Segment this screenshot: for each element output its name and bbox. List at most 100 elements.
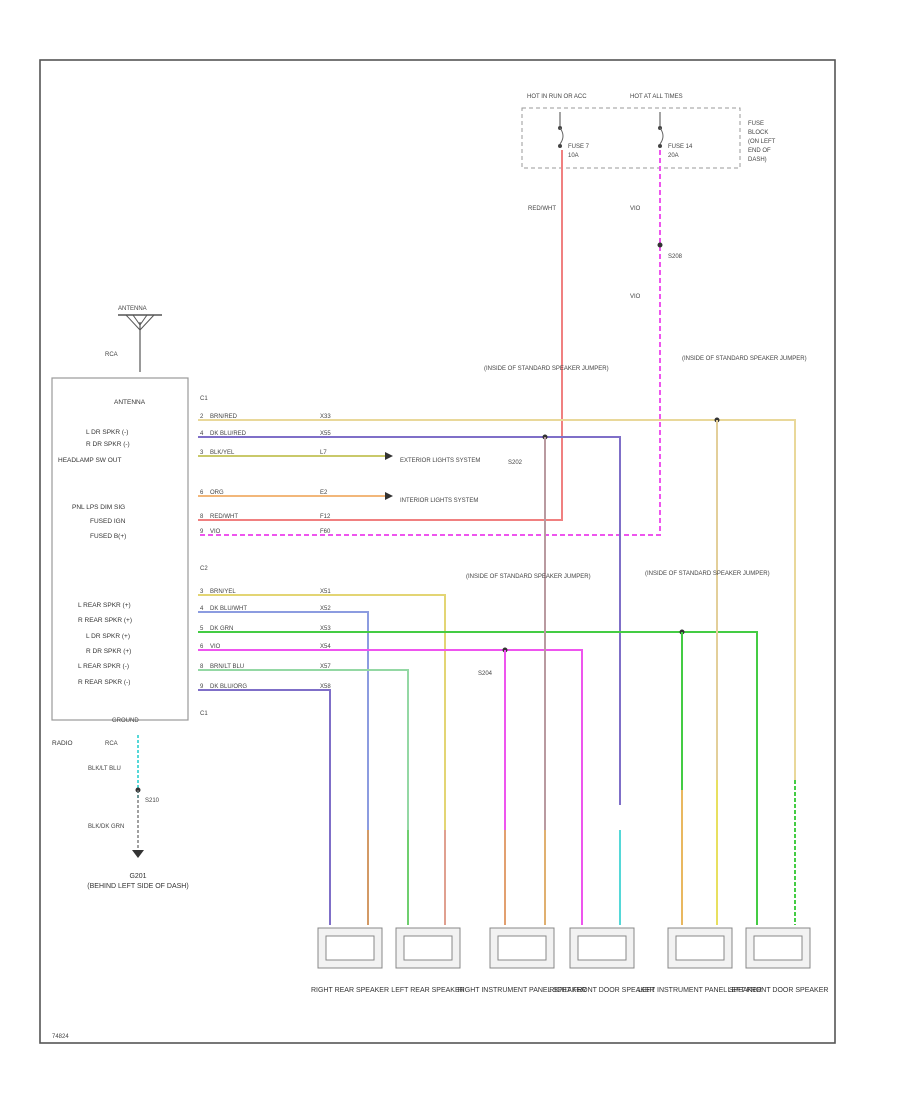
fuse-block: HOT IN RUN OR ACC HOT AT ALL TIMES FUSE … xyxy=(521,94,776,169)
diagram-id: 74824 xyxy=(52,1034,69,1040)
wire-x54 xyxy=(198,649,583,830)
wire-x58-circuit: X58 xyxy=(320,684,331,690)
ground-wire-1: BLK/LT BLU xyxy=(88,766,121,772)
speaker-left-front-door-label: LEFT FRONT DOOR SPEAKER xyxy=(728,987,829,994)
hot-in-run-label: HOT IN RUN OR ACC xyxy=(527,94,587,100)
radio-pin-fused-b: FUSED B(+) xyxy=(90,533,126,540)
radio-pin-pnl-lps-dim: PNL LPS DIM SIG xyxy=(72,504,125,511)
wire-x51-color: BRN/YEL xyxy=(210,589,236,595)
wire-x52-color: DK BLU/WHT xyxy=(210,606,247,612)
speaker-left-front-door: LEFT FRONT DOOR SPEAKER xyxy=(728,927,829,994)
jumper-note-3: (INSIDE OF STANDARD SPEAKER JUMPER) xyxy=(466,574,591,580)
wire-x53-color: DK GRN xyxy=(210,626,233,632)
radio-pin-r-rear-spkr-pos: R REAR SPKR (+) xyxy=(78,617,132,624)
jumper-note-4: (INSIDE OF STANDARD SPEAKER JUMPER) xyxy=(645,571,770,577)
connector-c1-label: C1 xyxy=(200,396,208,402)
splice-s208 xyxy=(657,242,663,248)
speaker-right-rear: RIGHT REAR SPEAKER xyxy=(311,927,389,994)
ground-symbol xyxy=(132,850,144,858)
s202-label: S202 xyxy=(508,460,523,466)
wire-x52 xyxy=(198,611,369,830)
speaker-left-rear: LEFT REAR SPEAKER xyxy=(391,927,465,994)
wire-x33-color: BRN/RED xyxy=(210,414,238,420)
radio-pin-antenna: ANTENNA xyxy=(114,399,146,406)
wire-f60-circuit: F60 xyxy=(320,529,331,535)
speaker-right-ip: RIGHT INSTRUMENT PANEL SPEAKER xyxy=(458,927,587,994)
wire-x57 xyxy=(198,669,409,830)
ground-location: (BEHIND LEFT SIDE OF DASH) xyxy=(87,883,188,890)
fuse-block-loc-4: DASH) xyxy=(748,157,767,163)
wire-vio-feed xyxy=(198,150,661,536)
vio-label-2: VIO xyxy=(630,294,641,300)
fuse-7-symbol xyxy=(559,127,564,145)
s204-label: S204 xyxy=(478,671,493,677)
radio-pin-l-rear-spkr-neg: L REAR SPKR (-) xyxy=(78,663,129,670)
fuse-block-loc-2: (ON LEFT xyxy=(748,139,776,145)
c1-pin-num-6: 9 xyxy=(200,529,204,535)
speaker-leads xyxy=(329,780,796,925)
c2-pin-num-6: 9 xyxy=(200,684,204,690)
diagram-frame xyxy=(39,59,836,1044)
c2-pin-num-1: 3 xyxy=(200,589,204,595)
connector-c3-label: C1 xyxy=(200,711,208,717)
fuse-block-loc-1: BLOCK xyxy=(748,130,768,136)
fuse-7-label: FUSE 7 xyxy=(568,144,590,150)
vio-label-1: VIO xyxy=(630,206,641,212)
c2-wires: 3 BRN/YEL X51 4 DK BLU/WHT X52 5 DK GRN … xyxy=(198,589,758,830)
wire-x55-circuit: X55 xyxy=(320,431,331,437)
s208-label: S208 xyxy=(668,254,683,260)
wire-x58 xyxy=(198,689,331,830)
speaker-jumpers: S202 (INSIDE OF STANDARD SPEAKER JUMPER)… xyxy=(466,356,807,830)
wire-x57-color: BRN/LT BLU xyxy=(210,664,244,670)
antenna-label: ANTENNA xyxy=(118,306,147,312)
wire-x51 xyxy=(198,594,446,830)
fuse-block-outline xyxy=(521,107,741,169)
g201-label: G201 xyxy=(129,873,146,880)
radio-ground: S210 BLK/LT BLU BLK/DK GRN G201 (BEHIND … xyxy=(87,735,189,890)
wire-f12-circuit: F12 xyxy=(320,514,331,520)
speaker-right-front-door-label: RIGHT FRONT DOOR SPEAKER xyxy=(549,987,655,994)
c2-pin-num-2: 4 xyxy=(200,606,204,612)
wire-x51-circuit: X51 xyxy=(320,589,331,595)
wire-x54-color: VIO xyxy=(210,644,221,650)
fuse-7-amp: 10A xyxy=(568,153,579,159)
radio-rca: RCA xyxy=(105,741,118,747)
speaker-right-ip-label: RIGHT INSTRUMENT PANEL SPEAKER xyxy=(458,987,587,994)
c1-pin-num-3: 3 xyxy=(200,450,204,456)
wire-l7-color: BLK/YEL xyxy=(210,450,235,456)
radio-unit: ANTENNA L DR SPKR (-) R DR SPKR (-) HEAD… xyxy=(51,377,208,747)
radio-pin-fused-ign: FUSED IGN xyxy=(90,518,126,525)
red-wht-label: RED/WHT xyxy=(528,206,556,212)
jumper-note-2: (INSIDE OF STANDARD SPEAKER JUMPER) xyxy=(682,356,807,362)
wire-x53 xyxy=(198,631,758,790)
c2-pin-num-4: 6 xyxy=(200,644,204,650)
fuse-14-amp: 20A xyxy=(668,153,679,159)
wire-x55-color: DK BLU/RED xyxy=(210,431,247,437)
c2-pin-num-3: 5 xyxy=(200,626,204,632)
c2-pin-num-5: 8 xyxy=(200,664,204,670)
speaker-left-ip-label: LEFT INSTRUMENT PANEL SPEAKER xyxy=(638,987,762,994)
connector-c2-label: C2 xyxy=(200,566,208,572)
ground-wire-2: BLK/DK GRN xyxy=(88,824,124,830)
wire-f12-color: RED/WHT xyxy=(210,514,238,520)
speaker-right-front-door: RIGHT FRONT DOOR SPEAKER xyxy=(549,927,655,994)
wire-e2-circuit: E2 xyxy=(320,490,328,496)
c1-pin-num-1: 2 xyxy=(200,414,204,420)
antenna-rca-label: RCA xyxy=(105,352,118,358)
jumper-note-1: (INSIDE OF STANDARD SPEAKER JUMPER) xyxy=(484,366,609,372)
radio-name: RADIO xyxy=(52,740,73,747)
fuse-14-label: FUSE 14 xyxy=(668,144,693,150)
wire-l7-circuit: L7 xyxy=(320,450,327,456)
radio-pin-l-rear-spkr-pos: L REAR SPKR (+) xyxy=(78,602,131,609)
wire-x55 xyxy=(198,436,621,805)
wire-x53-circuit: X53 xyxy=(320,626,331,632)
c1-pin-num-5: 8 xyxy=(200,514,204,520)
interior-lights-ref: INTERIOR LIGHTS SYSTEM xyxy=(400,498,478,504)
antenna: ANTENNA RCA xyxy=(105,306,162,372)
radio-pin-l-dr-spkr-neg: L DR SPKR (-) xyxy=(86,429,128,436)
fuse-block-loc-3: END OF xyxy=(748,148,771,154)
exterior-lights-ref: EXTERIOR LIGHTS SYSTEM xyxy=(400,458,480,464)
wire-x52-circuit: X52 xyxy=(320,606,331,612)
c1-wires: 2 BRN/RED X33 4 DK BLU/RED X55 3 BLK/YEL… xyxy=(198,414,796,805)
wire-x57-circuit: X57 xyxy=(320,664,331,670)
